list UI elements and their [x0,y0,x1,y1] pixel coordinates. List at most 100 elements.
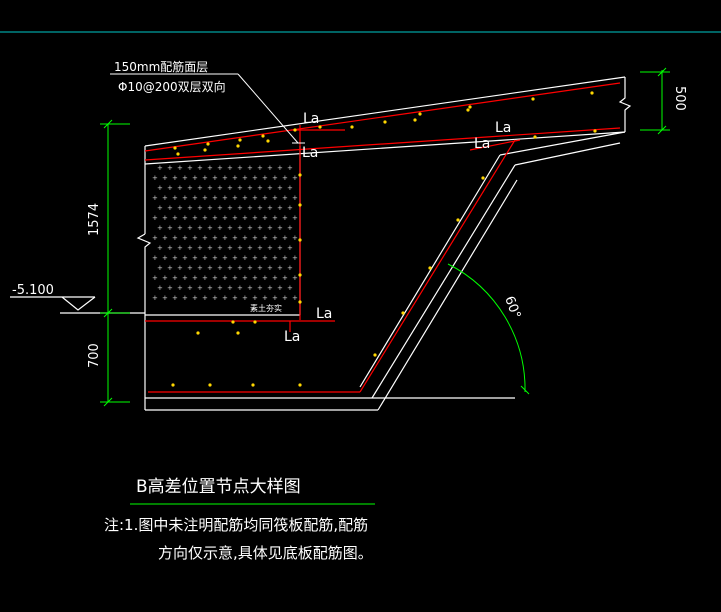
svg-text:+: + [222,214,228,222]
svg-text:+: + [192,214,198,222]
svg-text:+: + [167,284,173,292]
svg-text:+: + [247,164,253,172]
svg-text:+: + [287,204,293,212]
svg-text:+: + [282,234,288,242]
svg-text:+: + [207,264,213,272]
svg-text:+: + [277,164,283,172]
svg-text:+: + [167,244,173,252]
callout-leader [110,73,305,144]
svg-text:+: + [287,264,293,272]
svg-text:+: + [257,224,263,232]
svg-text:+: + [227,284,233,292]
svg-text:+: + [282,214,288,222]
svg-text:+: + [177,264,183,272]
svg-text:+: + [217,284,223,292]
svg-text:+: + [212,174,218,182]
svg-text:+: + [272,234,278,242]
svg-text:+: + [162,234,168,242]
svg-text:+: + [157,244,163,252]
svg-text:+: + [292,194,298,202]
svg-text:+: + [282,174,288,182]
svg-text:+: + [222,174,228,182]
svg-text:+: + [162,294,168,302]
svg-text:+: + [177,244,183,252]
svg-text:+: + [197,204,203,212]
anchorage-label: La [303,111,319,127]
svg-text:+: + [207,184,213,192]
svg-text:+: + [257,204,263,212]
svg-text:+: + [172,254,178,262]
svg-text:+: + [227,224,233,232]
svg-text:+: + [197,164,203,172]
svg-text:+: + [232,254,238,262]
svg-text:+: + [252,274,258,282]
svg-text:+: + [252,294,258,302]
elevation-label: -5.100 [12,283,54,298]
svg-text:+: + [277,244,283,252]
svg-text:+: + [237,264,243,272]
svg-text:+: + [162,174,168,182]
svg-text:+: + [242,254,248,262]
svg-text:+: + [187,244,193,252]
svg-text:+: + [222,294,228,302]
svg-text:+: + [277,184,283,192]
svg-text:+: + [157,204,163,212]
svg-text:+: + [182,194,188,202]
svg-text:+: + [227,264,233,272]
svg-text:+: + [197,184,203,192]
note-line-1: 注:1.图中未注明配筋均同筏板配筋,配筋 [104,516,368,534]
svg-text:+: + [197,224,203,232]
svg-text:+: + [257,264,263,272]
svg-text:+: + [267,184,273,192]
svg-text:+: + [252,254,258,262]
svg-text:+: + [257,284,263,292]
svg-text:+: + [152,174,158,182]
svg-text:+: + [262,174,268,182]
svg-text:+: + [217,184,223,192]
svg-text:+: + [242,214,248,222]
svg-text:+: + [167,164,173,172]
svg-text:+: + [287,244,293,252]
svg-text:+: + [227,164,233,172]
anchorage-label: La [284,329,300,345]
svg-text:+: + [262,234,268,242]
svg-text:+: + [202,254,208,262]
svg-text:+: + [172,294,178,302]
svg-text:+: + [177,204,183,212]
svg-text:+: + [202,174,208,182]
soil-fill-label: 素土夯实 [250,303,282,313]
svg-text:+: + [212,254,218,262]
svg-text:+: + [282,274,288,282]
drawing-title: B高差位置节点大样图 [136,477,301,497]
svg-text:+: + [217,244,223,252]
svg-text:+: + [157,164,163,172]
svg-text:+: + [252,174,258,182]
svg-text:+: + [277,204,283,212]
svg-text:+: + [152,194,158,202]
svg-text:+: + [187,264,193,272]
svg-text:+: + [257,164,263,172]
svg-text:+: + [202,214,208,222]
svg-text:+: + [232,274,238,282]
svg-text:+: + [212,234,218,242]
svg-text:+: + [192,194,198,202]
svg-text:+: + [267,264,273,272]
svg-text:+: + [257,244,263,252]
svg-text:+: + [242,174,248,182]
svg-text:+: + [177,164,183,172]
callout-line-2: Φ10@200双层双向 [118,79,226,94]
svg-text:+: + [167,204,173,212]
svg-text:+: + [197,244,203,252]
svg-text:+: + [187,164,193,172]
svg-text:+: + [207,224,213,232]
svg-text:+: + [152,234,158,242]
svg-text:+: + [172,214,178,222]
svg-text:+: + [182,234,188,242]
svg-text:+: + [192,274,198,282]
svg-text:+: + [257,184,263,192]
svg-text:+: + [237,224,243,232]
svg-text:+: + [287,224,293,232]
dimension-500: 500 [672,86,687,111]
anchorage-label: La [302,145,318,161]
